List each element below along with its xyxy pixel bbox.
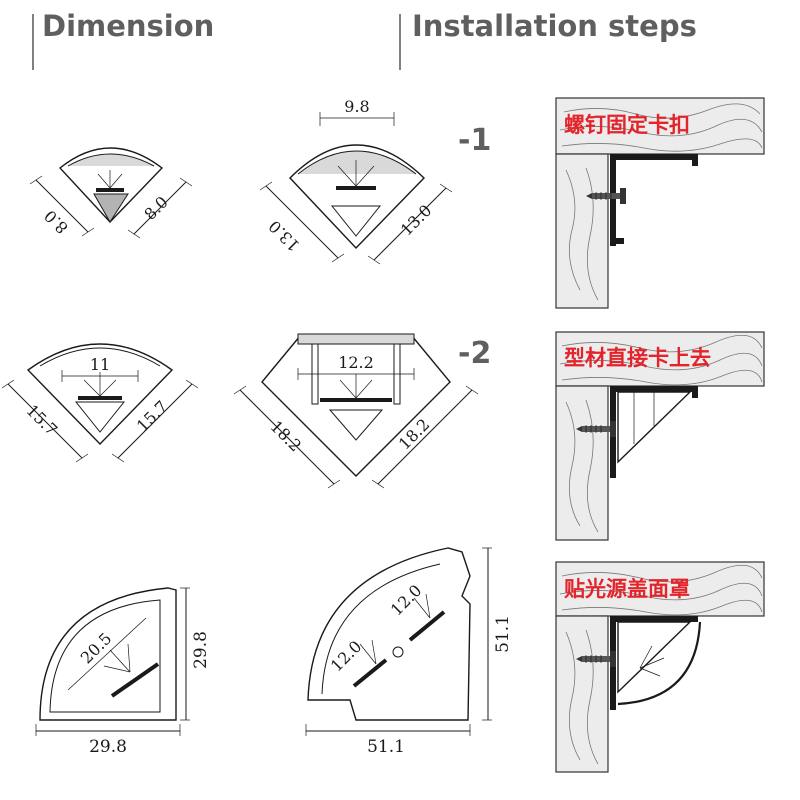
- profile-5-dim-width: 29.8: [89, 737, 127, 757]
- install-3-caption: 贴光源盖面罩: [564, 577, 690, 601]
- install-step-2: 型材直接卡上去: [555, 331, 765, 541]
- profile-1-dim-right: 8.0: [140, 192, 171, 223]
- profile-4-18-2: 12.2 18.2 18.2: [233, 333, 479, 489]
- step-number-2: -2: [458, 336, 491, 371]
- profile-1-8x8: 8.0 8.0: [29, 147, 193, 239]
- install-2-wall: [555, 385, 609, 541]
- install-step-1: 螺钉固定卡扣: [555, 97, 765, 309]
- profile-3-15-7: 11 15.7 15.7: [1, 343, 199, 463]
- install-1-ceiling: [555, 97, 765, 155]
- install-3-wall: [555, 615, 609, 773]
- install-3-screw-icon: [576, 651, 616, 667]
- install-1-wall: [555, 153, 609, 309]
- profile-5-dim-height: 29.8: [191, 631, 211, 669]
- profile-6-51-1: 12.0 12.0 51.1 51.1: [305, 547, 513, 757]
- profile-3-dim-left: 15.7: [23, 401, 62, 440]
- installation-header: Installation steps: [412, 9, 697, 43]
- dimension-header: Dimension: [42, 9, 214, 43]
- profile-6-dim-height: 51.1: [493, 615, 513, 653]
- profile-2-dim-right: 13.0: [397, 201, 436, 240]
- install-3-ceiling: [555, 561, 765, 617]
- profile-2-dim-top: 9.8: [344, 97, 369, 116]
- install-2-caption: 型材直接卡上去: [564, 346, 711, 370]
- install-1-caption: 螺钉固定卡扣: [564, 113, 690, 137]
- install-1-screw-icon: [586, 188, 626, 204]
- profile-3-dim-top: 11: [90, 355, 110, 374]
- install-2-ceiling: [555, 331, 765, 387]
- install-2-screw-icon: [576, 421, 616, 437]
- profile-4-dim-top: 12.2: [338, 353, 374, 372]
- profile-6-dim-width: 51.1: [367, 737, 405, 757]
- step-number-1: -1: [458, 123, 491, 158]
- profile-5-29-8: 20.5 29.8 29.8: [35, 587, 211, 757]
- profile-2-dim-left: 13.0: [265, 217, 304, 256]
- install-step-3: 贴光源盖面罩: [555, 561, 765, 773]
- profile-2-13x13: 9.8 13.0 13.0: [259, 97, 453, 265]
